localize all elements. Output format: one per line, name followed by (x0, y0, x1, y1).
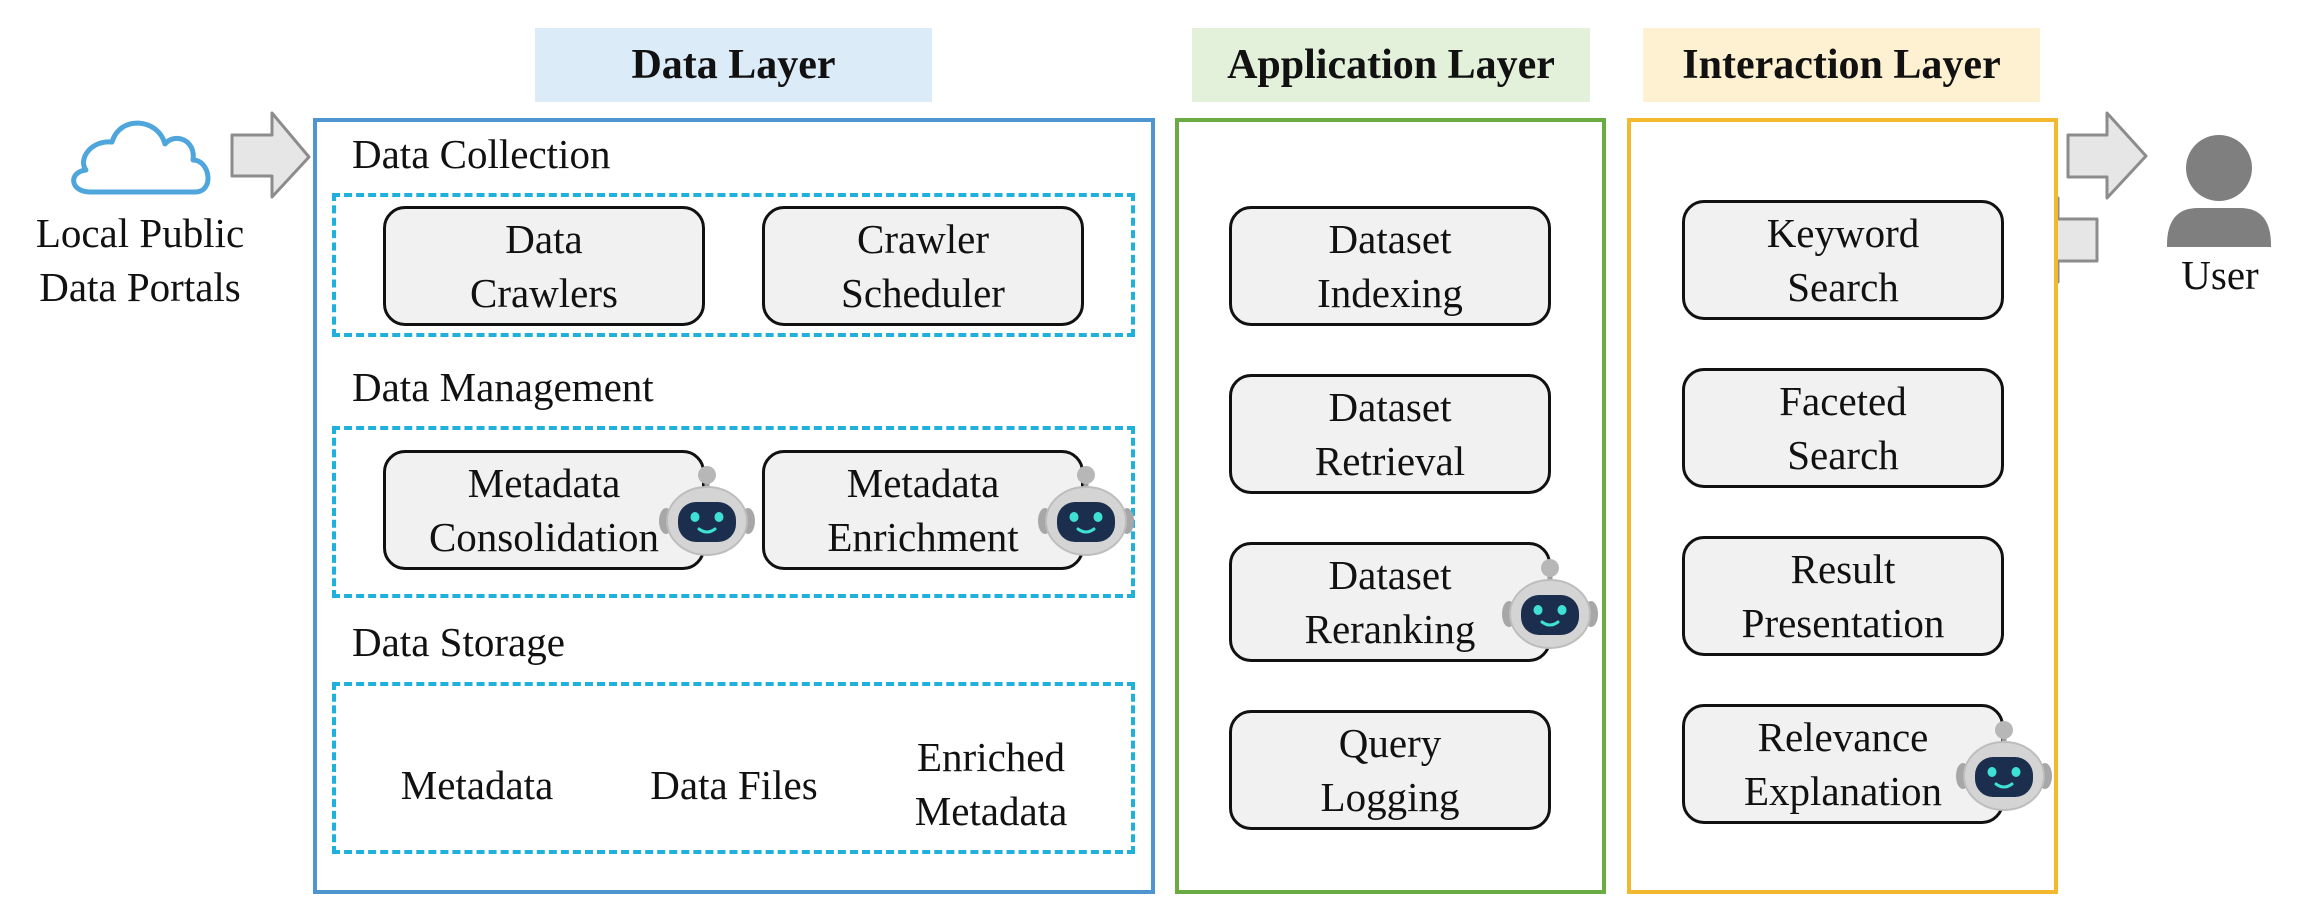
box-label-line: Dataset (1328, 384, 1452, 430)
store-label-line: Enriched (917, 734, 1065, 780)
arrow-right-icon (230, 111, 311, 199)
application-layer-title: Application Layer (1227, 42, 1555, 88)
keyword-search-box: Keyword Search (1682, 200, 2004, 320)
metadata-enrichment-box: Metadata Enrichment (762, 450, 1084, 570)
data-layer-title: Data Layer (631, 42, 836, 88)
application-layer-header: Application Layer (1192, 28, 1590, 102)
user-label-text: User (2181, 252, 2259, 298)
box-label-line: Relevance (1757, 714, 1929, 760)
section-title-data-collection: Data Collection (352, 131, 611, 177)
metadata-consolidation-box: Metadata Consolidation (383, 450, 705, 570)
box-label-line: Scheduler (841, 270, 1005, 316)
box-label-line: Explanation (1743, 768, 1943, 814)
arrow-right-icon (2066, 111, 2148, 200)
crawler-scheduler-box: Crawler Scheduler (762, 206, 1084, 326)
user-icon (2167, 135, 2271, 247)
box-label-line: Search (1787, 432, 1899, 478)
store-label-line: Metadata (400, 762, 554, 808)
box-label-line: Data (505, 216, 583, 262)
dataset-indexing-box: Dataset Indexing (1229, 206, 1551, 326)
dataset-retrieval-box: Dataset Retrieval (1229, 374, 1551, 494)
dataset-reranking-box: Dataset Reranking (1229, 542, 1551, 662)
box-label-line: Query (1338, 720, 1442, 766)
box-label-line: Reranking (1304, 606, 1476, 652)
box-label-line: Dataset (1328, 552, 1452, 598)
relevance-explanation-box: Relevance Explanation (1682, 704, 2004, 824)
box-label-line: Search (1787, 264, 1899, 310)
box-label-line: Faceted (1779, 378, 1907, 424)
section-title-data-management: Data Management (352, 364, 654, 410)
enriched-metadata-store: Enriched Metadata (868, 724, 1114, 844)
box-label-line: Crawlers (469, 270, 618, 316)
data-storage-group (332, 682, 1135, 854)
result-presentation-box: Result Presentation (1682, 536, 2004, 656)
section-title-data-storage: Data Storage (352, 619, 565, 665)
store-label-line: Metadata (914, 788, 1068, 834)
box-label-line: Keyword (1766, 210, 1920, 256)
box-label-line: Consolidation (428, 514, 660, 560)
box-label-line: Enrichment (827, 514, 1019, 560)
box-label-line: Crawler (856, 216, 990, 262)
data-crawlers-box: Data Crawlers (383, 206, 705, 326)
user-label: User (2160, 248, 2280, 302)
source-label: Local Public Data Portals (10, 206, 270, 314)
interaction-layer-title: Interaction Layer (1682, 42, 2001, 88)
metadata-store: Metadata (354, 741, 600, 829)
data-layer-header: Data Layer (535, 28, 932, 102)
box-label-line: Retrieval (1314, 438, 1466, 484)
source-label-line: Data Portals (39, 264, 241, 310)
box-label-line: Metadata (467, 460, 621, 506)
box-label-line: Logging (1320, 774, 1460, 820)
cloud-icon (71, 120, 211, 195)
box-label-line: Presentation (1741, 600, 1945, 646)
faceted-search-box: Faceted Search (1682, 368, 2004, 488)
data-collection-group (332, 193, 1135, 337)
box-label-line: Dataset (1328, 216, 1452, 262)
store-label-line: Data Files (650, 762, 818, 808)
box-label-line: Metadata (846, 460, 1000, 506)
query-logging-box: Query Logging (1229, 710, 1551, 830)
source-label-line: Local Public (35, 210, 245, 256)
box-label-line: Indexing (1317, 270, 1463, 316)
box-label-line: Result (1790, 546, 1896, 592)
data-files-store: Data Files (611, 741, 857, 829)
interaction-layer-header: Interaction Layer (1643, 28, 2040, 102)
